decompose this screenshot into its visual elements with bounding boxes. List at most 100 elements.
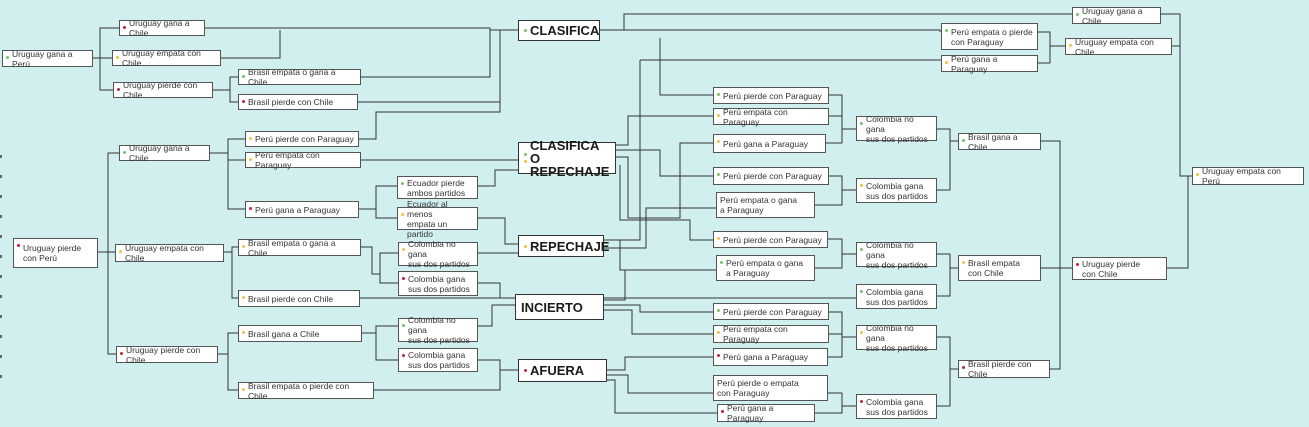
scenario-node: Brasil gana a Chile [238,325,362,342]
yellow-dot-icon [717,331,720,334]
node-label: Uruguay gana a Chile [129,143,190,163]
red-dot-icon [717,354,720,357]
green-dot-icon [6,56,9,59]
node-label: Uruguay pierde con Chile [123,80,198,100]
scenario-node: Brasil pierde con Chile [238,290,360,307]
node-label: Colombia no gana sus dos partidos [866,113,928,144]
outcome-label: INCIERTO [521,299,583,315]
node-label: Brasil empata con Chile [968,258,1020,278]
scenario-node: Perú gana a Paraguay [717,403,815,423]
scenario-node: Perú gana a Paraguay [713,348,828,366]
scenario-node: Colombia gana sus dos partidos [398,271,478,296]
scenario-node: Perú pierde o empata con Paraguay [713,375,828,401]
green-dot-icon [1076,13,1079,16]
node-label: Colombia gana sus dos partidos [866,286,928,307]
scenario-node: Brasil pierde con Chile [958,359,1050,379]
node-label: Perú gana a Paraguay [255,204,341,215]
red-dot-icon [402,354,405,357]
outcome-label: CLASIFICA [530,23,600,38]
yellow-dot-icon [524,244,527,248]
node-label: Perú gana a Paraguay [723,352,809,362]
outcome-incierto: INCIERTO [515,294,604,320]
scenario-node: Colombia gana sus dos partidos [856,284,937,309]
node-label: Brasil pierde con Chile [968,359,1032,379]
green-dot-icon [962,139,965,142]
green-dot-icon [401,182,404,185]
outcome-label: AFUERA [530,363,585,378]
node-label: Uruguay pierde con Chile [126,344,201,365]
node-label: Uruguay gana a Perú [12,48,73,69]
red-dot-icon [117,88,120,91]
node-label: Brasil gana a Chile [968,131,1018,152]
red-dot-icon [1076,263,1079,266]
scenario-node: Perú pierde con Paraguay [245,131,359,147]
scenario-node: Colombia gana sus dos partidos [856,178,937,203]
outcome-label: REPECHAJE [530,238,610,254]
scenario-node: Perú empata o gana a Paraguay [716,255,815,281]
scenario-node: Ecuador pierde ambos partidos [397,176,478,199]
node-label: Uruguay empata con Chile [125,243,204,263]
node-label: Perú empata con Paraguay [723,106,788,127]
scenario-node: Colombia no gana sus dos partidos [856,240,937,270]
green-dot-icon [717,309,720,312]
edge-tick [0,255,2,258]
scenario-node: Colombia gana sus dos partidos [398,348,478,372]
yellow-dot-icon [717,237,720,240]
node-label: Perú pierde con Paraguay [723,306,822,317]
node-label: Perú gana a Paraguay [951,53,998,74]
red-dot-icon [123,26,126,29]
node-label: Brasil pierde con Chile [248,97,334,107]
green-dot-icon [717,173,720,176]
outcome-repechaje: REPECHAJE [518,235,609,257]
yellow-dot-icon [962,261,965,264]
yellow-dot-icon [860,331,863,334]
edge-marks [0,155,3,395]
node-label: Perú gana a Paraguay [723,138,809,149]
scenario-node: Perú empata o gana a Paraguay [716,192,815,218]
yellow-dot-icon [242,245,245,248]
outcome-afuera: AFUERA [518,359,607,382]
scenario-node: Brasil gana a Chile [958,131,1041,152]
node-label: Perú gana a Paraguay [727,403,774,423]
green-dot-icon [860,122,863,125]
node-label: Uruguay pierde con Perú [23,243,82,263]
yellow-dot-icon [242,388,245,391]
edge-tick [0,155,2,158]
scenario-node: Colombia no gana sus dos partidos [856,113,937,144]
node-label: Perú pierde con Paraguay [723,90,822,101]
green-dot-icon [860,248,863,251]
yellow-dot-icon [1196,173,1199,176]
scenario-node: Colombia gana sus dos partidos [856,394,937,419]
scenario-node: Uruguay gana a Chile [1072,6,1161,26]
node-label: Ecuador pierde ambos partidos [407,177,466,198]
node-label: Perú empata con Paraguay [723,324,788,344]
yellow-dot-icon [242,331,245,334]
node-label: Colombia gana sus dos partidos [408,273,470,294]
green-dot-icon [860,290,863,293]
yellow-dot-icon [717,140,720,143]
node-label: Colombia gana sus dos partidos [866,396,928,417]
scenario-node: Colombia no gana sus dos partidos [398,315,478,345]
node-label: Brasil empata o gana a Chile [248,237,336,258]
node-label: Perú empata o pierde con Paraguay [951,26,1033,47]
node-label: Brasil empata o gana a Chile [248,67,336,87]
node-label: Uruguay gana a Chile [129,18,190,38]
node-label: Ecuador al menos empata un partido [407,198,448,239]
green-dot-icon [945,29,948,32]
red-dot-icon [17,244,20,247]
scenario-node: Perú gana a Paraguay [941,53,1038,74]
yellow-dot-icon [1069,44,1072,47]
scenario-node: Perú empata con Paraguay [713,106,829,127]
yellow-dot-icon [401,213,404,216]
red-dot-icon [962,366,965,369]
node-label: Uruguay empata con Chile [1075,36,1154,57]
scenario-node: Perú empata con Paraguay [713,324,829,344]
node-label: Colombia gana sus dos partidos [866,180,928,201]
node-label: Perú pierde con Paraguay [723,171,822,181]
green-dot-icon [720,261,723,264]
scenario-node: Uruguay gana a Chile [119,143,210,163]
red-dot-icon [402,277,405,280]
node-label: Colombia no gana sus dos partidos [866,322,928,353]
node-label: Brasil gana a Chile [248,328,320,339]
